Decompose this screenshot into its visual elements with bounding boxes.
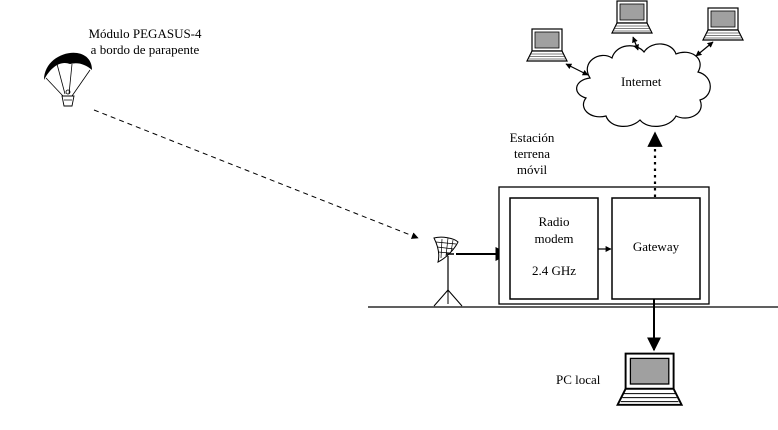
internet-label: Internet xyxy=(621,74,662,89)
station-label-line2: terrena xyxy=(513,146,551,161)
pc-local-label: PC local xyxy=(556,372,601,387)
cloud-link-left xyxy=(565,63,589,76)
station-label: Estación terrena móvil xyxy=(497,130,567,178)
radio-modem-label: Radio modem xyxy=(510,213,598,247)
radio-frequency-label: 2.4 GHz xyxy=(531,263,577,278)
gateway-label: Gateway xyxy=(632,239,680,254)
cloud-link-right xyxy=(695,41,714,57)
laptop-icon-left xyxy=(526,28,568,62)
station-label-line1: Estación xyxy=(509,130,555,145)
module-label: Módulo PEGASUS-4 a bordo de parapente xyxy=(70,26,220,58)
gateway-box xyxy=(611,197,701,300)
parachute-icon xyxy=(44,52,92,107)
radio-link-dashed xyxy=(93,109,419,239)
cloud-link-top xyxy=(632,36,639,51)
station-label-line3: móvil xyxy=(516,162,548,177)
module-label-line1: Módulo PEGASUS-4 xyxy=(88,26,202,41)
radio-modem-label-line1: Radio xyxy=(538,214,570,229)
laptop-icon-right xyxy=(702,7,744,41)
radio-modem-label-line2: modem xyxy=(534,231,574,246)
laptop-icon-pc-local xyxy=(616,352,683,406)
module-label-line2: a bordo de parapente xyxy=(90,42,200,57)
laptop-icon-top xyxy=(611,0,653,34)
antenna-icon xyxy=(433,236,463,307)
radio-modem-box xyxy=(509,197,599,300)
